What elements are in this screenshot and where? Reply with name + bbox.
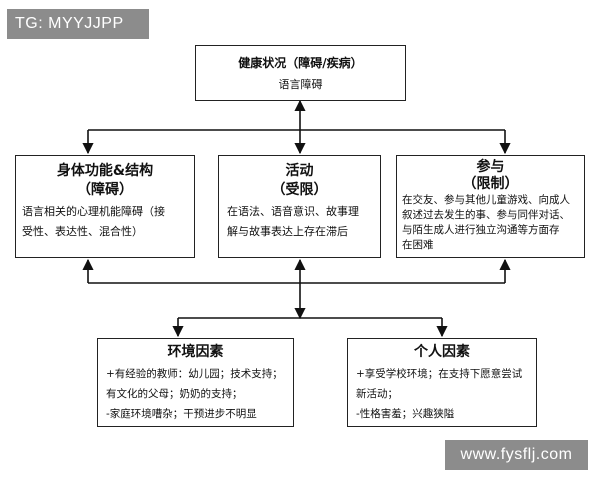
- environmental-factors-text: +有经验的教师：幼儿园；技术支持； 有文化的父母；奶奶的支持； -家庭环境嘈杂；…: [98, 364, 293, 424]
- participation-line: 与陌生成人进行独立沟通等方面存: [402, 224, 560, 236]
- environmental-factors-line: -家庭环境嘈杂；干预进步不明显: [106, 408, 257, 420]
- body-function-text: 语言相关的心理机能障碍（接 受性、表达性、混合性）: [16, 202, 194, 242]
- activity-title: 活动: [285, 163, 314, 179]
- personal-factors-title: 个人因素: [414, 344, 470, 360]
- health-condition-title: 健康状况（障碍/疾病）: [238, 56, 363, 70]
- body-function-title: 身体功能&结构: [56, 163, 154, 179]
- participation-line: 在困难: [402, 239, 434, 251]
- body-function-line: 语言相关的心理机能障碍（接: [22, 205, 165, 218]
- personal-factors-line: +享受学校环境；在支持下愿意尝试: [356, 368, 523, 380]
- activity-line: 解与故事表达上存在滞后: [227, 225, 348, 238]
- environmental-factors-line: 有文化的父母；奶奶的支持；: [106, 388, 243, 400]
- activity-line: 在语法、语音意识、故事理: [227, 205, 359, 218]
- health-condition-subtitle: 语言障碍: [278, 78, 323, 91]
- participation-line: 叙述过去发生的事、参与同伴对话、: [402, 209, 570, 221]
- environmental-factors-title: 环境因素: [167, 344, 224, 360]
- participation-title: 参与: [476, 159, 505, 175]
- personal-factors-box: 个人因素 +享受学校环境；在支持下愿意尝试 新活动； -性格害羞；兴趣狭隘: [347, 338, 537, 427]
- participation-subtitle: （限制）: [462, 176, 519, 192]
- participation-box: 参与 （限制） 在交友、参与其他儿童游戏、向成人 叙述过去发生的事、参与同伴对话…: [396, 155, 585, 258]
- personal-factors-line: 新活动；: [356, 388, 398, 400]
- watermark-bottom: www.fysflj.com: [445, 440, 588, 470]
- activity-subtitle: （受限）: [271, 182, 328, 198]
- participation-line: 在交友、参与其他儿童游戏、向成人: [402, 194, 570, 206]
- personal-factors-line: -性格害羞；兴趣狭隘: [356, 408, 455, 420]
- environmental-factors-line: +有经验的教师：幼儿园；技术支持；: [106, 368, 283, 380]
- environmental-factors-box: 环境因素 +有经验的教师：幼儿园；技术支持； 有文化的父母；奶奶的支持； -家庭…: [97, 338, 294, 427]
- body-function-line: 受性、表达性、混合性）: [22, 225, 143, 238]
- body-function-subtitle: （障碍）: [77, 182, 133, 198]
- activity-box: 活动 （受限） 在语法、语音意识、故事理 解与故事表达上存在滞后: [218, 155, 381, 258]
- participation-text: 在交友、参与其他儿童游戏、向成人 叙述过去发生的事、参与同伴对话、 与陌生成人进…: [397, 193, 584, 253]
- personal-factors-text: +享受学校环境；在支持下愿意尝试 新活动； -性格害羞；兴趣狭隘: [348, 364, 536, 424]
- body-function-box: 身体功能&结构 （障碍） 语言相关的心理机能障碍（接 受性、表达性、混合性）: [15, 155, 195, 258]
- health-condition-box: 健康状况（障碍/疾病） 语言障碍: [195, 45, 406, 101]
- activity-text: 在语法、语音意识、故事理 解与故事表达上存在滞后: [219, 202, 380, 242]
- watermark-top: TG: MYYJJPP: [7, 9, 149, 39]
